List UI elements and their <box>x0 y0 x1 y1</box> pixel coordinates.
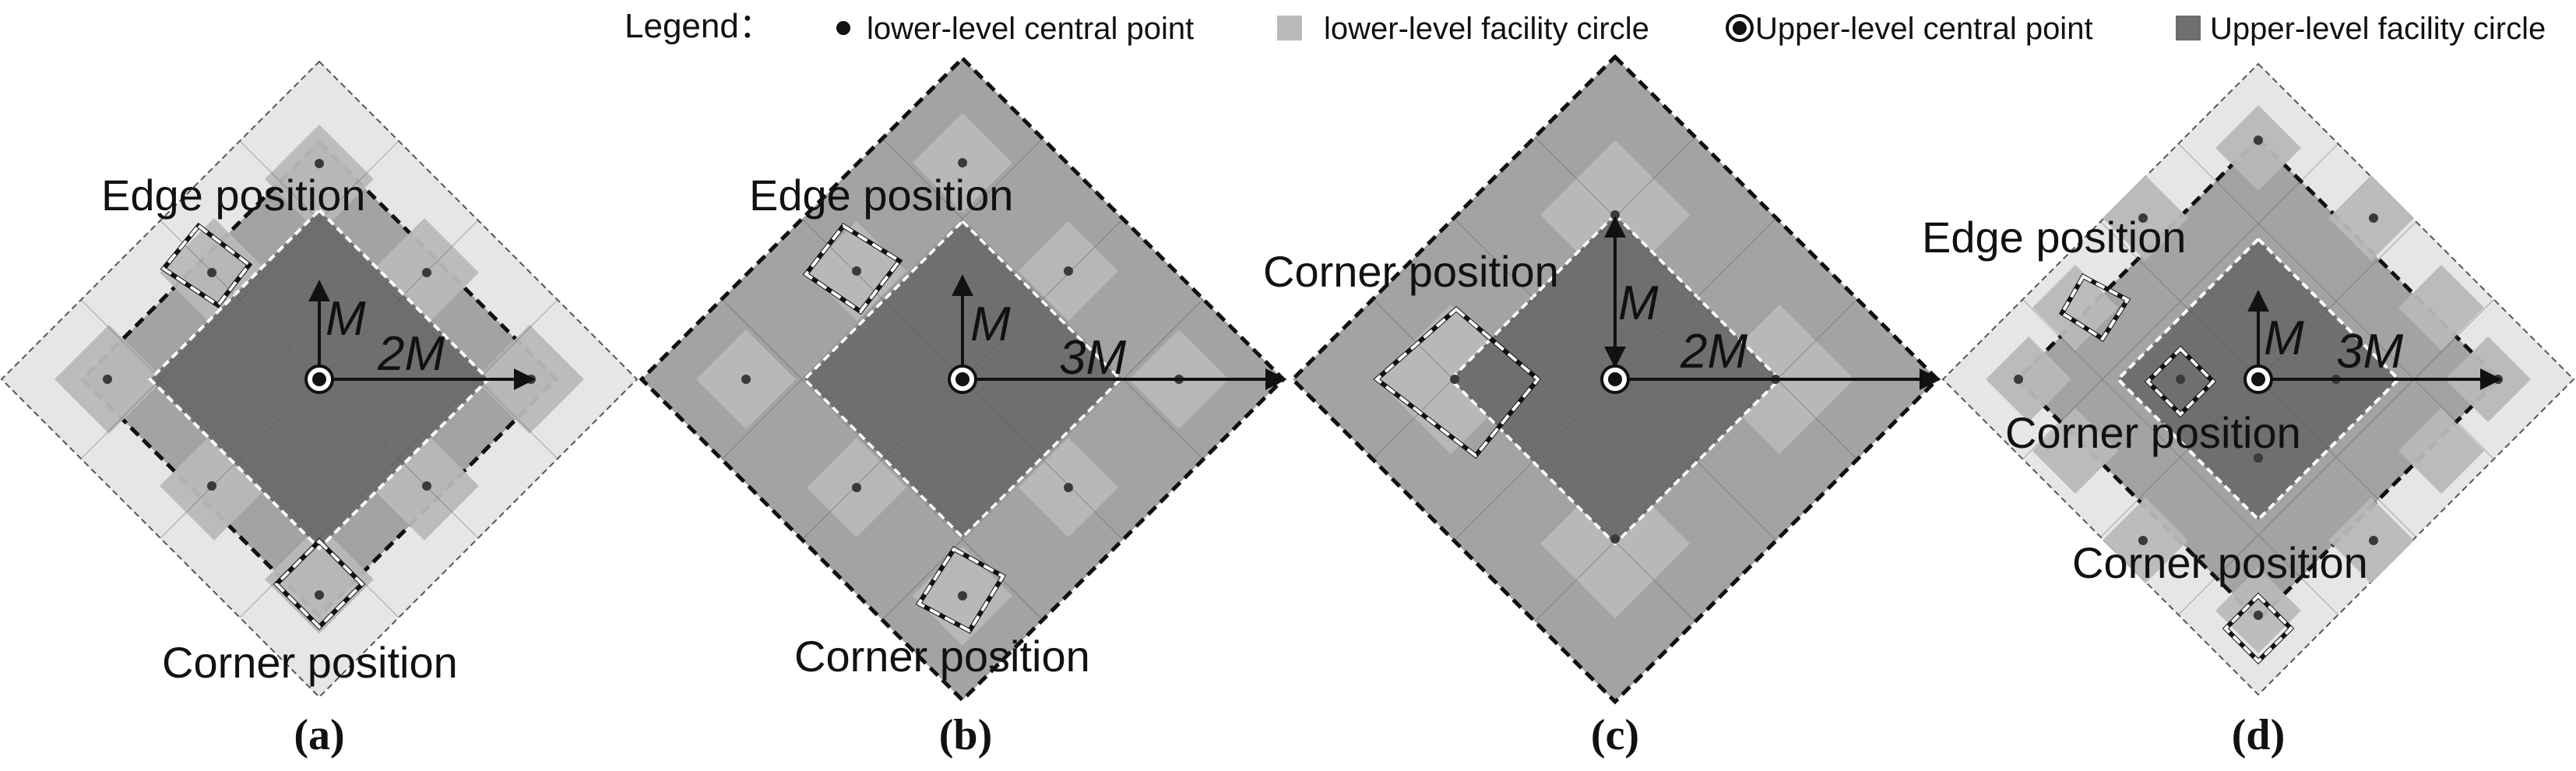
panel-d: M 3M Edge position Corner position Corne… <box>1922 62 2575 759</box>
panel-b-corner-label: Corner position <box>794 632 1090 681</box>
panel-a-upper-center-point <box>304 364 334 394</box>
panel-b-short-radius-label: M <box>970 297 1011 351</box>
legend-upper-circle-label: Upper-level facility circle <box>2210 12 2546 46</box>
panel-c-corner-box <box>1373 306 1542 459</box>
panel-a-short-radius-label: M <box>326 292 366 346</box>
panel-c-upper-center-point <box>1600 364 1630 394</box>
legend-upper-point-label: Upper-level central point <box>1755 12 2093 46</box>
legend: Legend： lower-level central point lower-… <box>625 7 2546 46</box>
panel-a-edge-label: Edge position <box>101 171 365 220</box>
panel-b-long-radius-label: 3M <box>1059 331 1126 385</box>
legend-heading: Legend： <box>625 7 773 45</box>
panel-d-edge-box <box>2058 273 2131 343</box>
panel-c-caption: (c) <box>1591 711 1639 759</box>
panel-b: M 3M Edge position Corner position (b) <box>639 55 1287 759</box>
panel-b-caption: (b) <box>939 711 992 759</box>
panel-d-corner-box-outer <box>2222 592 2295 665</box>
panel-c-short-radius-label: M <box>1618 276 1659 330</box>
panel-d-corner-label-bottom: Corner position <box>2072 538 2368 587</box>
panel-c: M 2M Corner position (c) <box>1263 54 1941 759</box>
panel-d-upper-center-point <box>2243 364 2273 394</box>
panel-d-corner-box-inner <box>2144 345 2217 418</box>
legend-lower-point-marker <box>836 21 850 35</box>
legend-lower-point-label: lower-level central point <box>867 12 1194 46</box>
panel-b-upper-center-point <box>948 364 977 394</box>
legend-lower-circle-marker <box>1277 16 1302 40</box>
panel-d-long-radius-label: 3M <box>2336 325 2403 378</box>
panel-d-short-radius-label: M <box>2264 312 2304 365</box>
panel-c-long-radius-label: 2M <box>1680 325 1747 378</box>
panel-c-corner-label: Corner position <box>1263 247 1559 296</box>
panel-a-edge-box <box>160 222 253 309</box>
panel-b-corner-box <box>915 546 1007 634</box>
panel-a-caption: (a) <box>294 711 344 759</box>
legend-lower-circle-label: lower-level facility circle <box>1324 12 1649 46</box>
panel-a: M 2M Edge position Corner position (a) <box>0 60 639 759</box>
panel-a-corner-box <box>273 537 366 631</box>
legend-upper-circle-marker <box>2176 16 2201 40</box>
panel-d-edge-label: Edge position <box>1922 213 2186 262</box>
panel-d-corner-label-middle: Corner position <box>2005 408 2301 457</box>
panel-b-edge-label: Edge position <box>749 171 1013 220</box>
panel-b-edge-box <box>802 223 903 315</box>
panel-d-caption: (d) <box>2232 711 2285 759</box>
legend-upper-point-marker <box>1726 14 1754 42</box>
panel-a-corner-label: Corner position <box>162 638 458 687</box>
panel-a-long-radius-label: 2M <box>377 327 445 381</box>
